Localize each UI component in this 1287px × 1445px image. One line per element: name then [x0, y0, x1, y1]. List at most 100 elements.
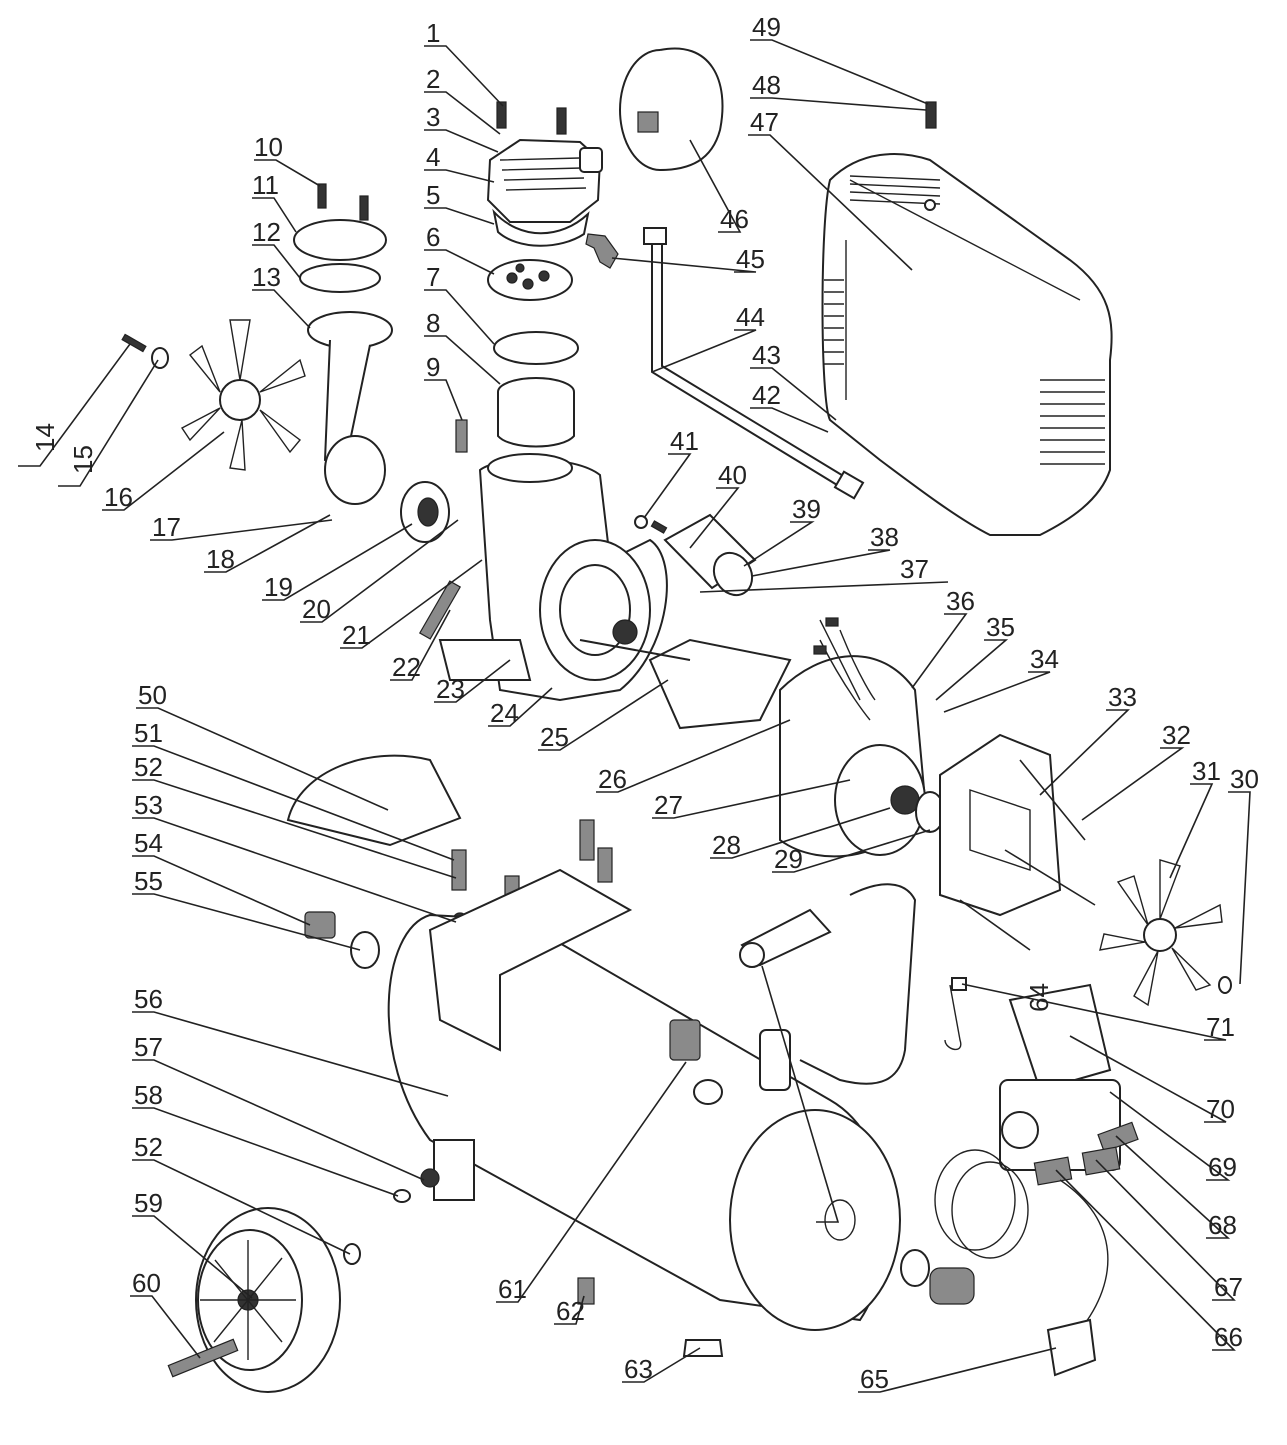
callout-23: 23: [436, 674, 465, 704]
bolt-51: [451, 849, 467, 891]
callout-65: 65: [860, 1364, 889, 1394]
callout-9: 9: [426, 352, 440, 382]
callout-46: 46: [720, 204, 749, 234]
callout-7: 7: [426, 262, 440, 292]
callout-27: 27: [654, 790, 683, 820]
bolt-top-2: [597, 847, 613, 883]
washer-41: [634, 515, 648, 529]
callout-48: 48: [752, 70, 781, 100]
gasket-ring: [493, 331, 579, 365]
callout-17: 17: [152, 512, 181, 542]
callout-67: 67: [1214, 1272, 1243, 1302]
nut-57: [420, 1168, 440, 1188]
washer-52: [343, 1243, 361, 1265]
callout-5: 5: [426, 180, 440, 210]
callout-14: 14: [30, 423, 60, 452]
valve-plate: [487, 259, 573, 301]
shroud-cover: [821, 153, 1113, 536]
callout-4: 4: [426, 142, 440, 172]
callout-58: 58: [134, 1080, 163, 1110]
cap-right: [929, 1267, 975, 1305]
callout-30: 30: [1230, 764, 1259, 794]
air-tank: [387, 868, 901, 1331]
callout-13: 13: [252, 262, 281, 292]
callout-62: 62: [556, 1296, 585, 1326]
screw-14: [121, 333, 147, 353]
callout-22: 22: [392, 652, 421, 682]
callout-26: 26: [598, 764, 627, 794]
callout-44: 44: [736, 302, 765, 332]
crankcase: [438, 453, 668, 702]
pressure-switch: [944, 977, 1139, 1186]
connecting-rod: [293, 183, 393, 505]
power-cable: [934, 1149, 1109, 1377]
air-filter: [619, 47, 724, 171]
oring-55: [350, 931, 380, 969]
callout-52: 52: [134, 752, 163, 782]
cylinder-head: [486, 101, 603, 247]
callout-32: 32: [1162, 720, 1191, 750]
drain-plug-62: [577, 1277, 595, 1305]
callout-63: 63: [624, 1354, 653, 1384]
callout-68: 68: [1208, 1210, 1237, 1240]
callout-3: 3: [426, 102, 440, 132]
callout-35: 35: [986, 612, 1015, 642]
callout-54: 54: [134, 828, 163, 858]
callout-12: 12: [252, 217, 281, 247]
rotor: [579, 638, 792, 730]
callout-40: 40: [718, 460, 747, 490]
callout-59: 59: [134, 1188, 163, 1218]
callout-36: 36: [946, 586, 975, 616]
discharge-tube: [799, 883, 917, 1085]
callout-51: 51: [134, 718, 163, 748]
callout-29: 29: [774, 844, 803, 874]
callout-42: 42: [752, 380, 781, 410]
oring-right: [900, 1249, 930, 1287]
callout-57: 57: [134, 1032, 163, 1062]
washer-58: [393, 1189, 411, 1203]
callout-8: 8: [426, 308, 440, 338]
callout-60: 60: [132, 1268, 161, 1298]
callout-24: 24: [490, 698, 519, 728]
elbow-fitting: [585, 233, 619, 269]
washer-30: [1218, 976, 1232, 994]
axle-bolt-60: [167, 1338, 239, 1378]
capacitor: [650, 513, 757, 597]
callout-16: 16: [104, 482, 133, 512]
callout-45: 45: [736, 244, 765, 274]
cover-plate: [286, 754, 462, 847]
callout-47: 47: [750, 107, 779, 137]
callout-18: 18: [206, 544, 235, 574]
screw-48: [925, 101, 937, 129]
bearing: [400, 481, 450, 543]
leader-lines: [18, 39, 1251, 1393]
callout-37: 37: [900, 554, 929, 584]
callout-70: 70: [1206, 1094, 1235, 1124]
callout-10: 10: [254, 132, 283, 162]
callout-55: 55: [134, 866, 163, 896]
callout-49: 49: [752, 12, 781, 42]
callout-64: 64: [1024, 983, 1054, 1012]
callout-38: 38: [870, 522, 899, 552]
screw-9: [455, 419, 468, 453]
callout-43: 43: [752, 340, 781, 370]
wheel: [195, 1207, 341, 1393]
callout-41: 41: [670, 426, 699, 456]
fan-right: [1099, 859, 1223, 1007]
callout-1: 1: [426, 18, 440, 48]
callout-34: 34: [1030, 644, 1059, 674]
callout-21: 21: [342, 620, 371, 650]
callout-labels: 1 2 3 4 5 6 7 8 9 10 11 12 13 14 15 16 1…: [30, 12, 1259, 1394]
callout-19: 19: [264, 572, 293, 602]
bolt-22: [418, 580, 462, 640]
callout-56: 56: [134, 984, 163, 1014]
callout-20: 20: [302, 594, 331, 624]
fitting-61: [669, 1019, 701, 1061]
callout-25: 25: [540, 722, 569, 752]
callout-15: 15: [68, 445, 98, 474]
callout-61: 61: [498, 1274, 527, 1304]
motor-end-cover: [939, 733, 1096, 951]
callout-50: 50: [138, 680, 167, 710]
